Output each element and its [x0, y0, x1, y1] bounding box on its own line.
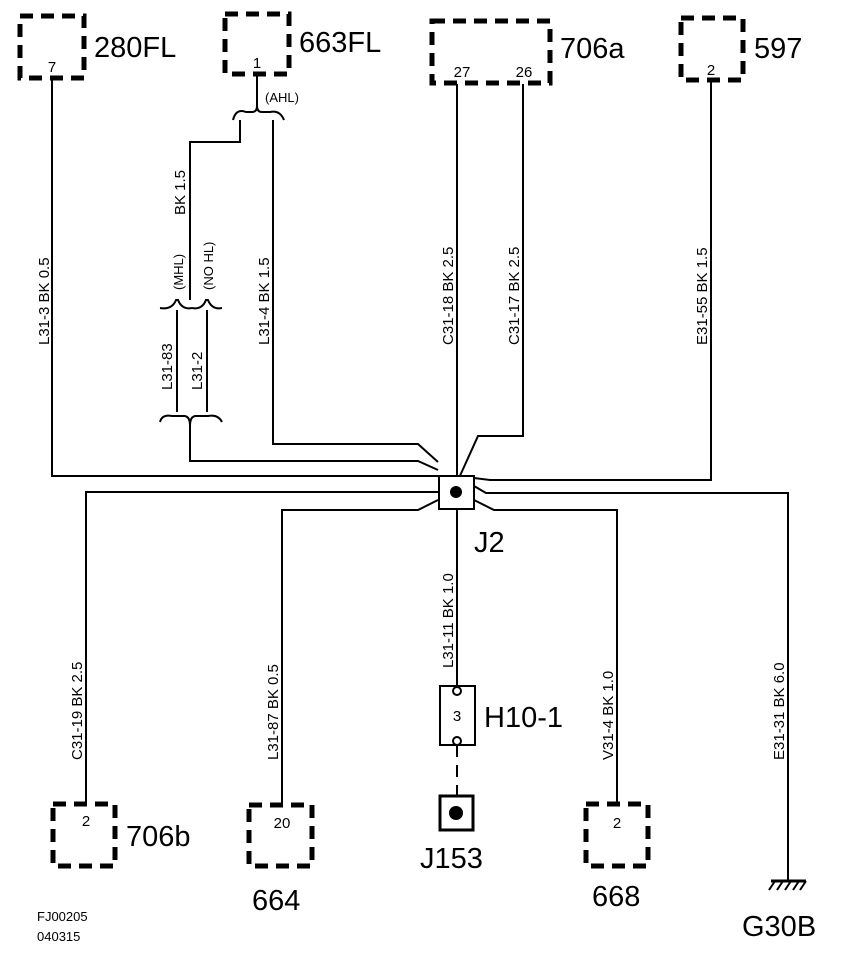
connector-597-pin: 2 — [707, 62, 715, 79]
wire-label-c31-17: C31-17 BK 2.5 — [506, 247, 523, 345]
connector-664-label: 664 — [252, 885, 300, 917]
wire-v31-4 — [473, 499, 618, 804]
mhl-brace — [159, 299, 193, 310]
wire-merge-to-j2 — [189, 426, 439, 471]
wire-c31-19 — [85, 491, 438, 804]
wire-label-l31-3: L31-3 BK 0.5 — [36, 257, 53, 345]
ground-g30b-hatch — [768, 880, 807, 891]
wire-label-e31-31: E31-31 BK 6.0 — [771, 662, 788, 760]
component-h10-1-label: H10-1 — [484, 702, 563, 734]
wire-e31-31 — [473, 485, 789, 880]
splice-j2-dot — [450, 486, 462, 498]
wire-l31-87 — [281, 499, 439, 805]
wire-l31-3 — [51, 80, 438, 477]
component-h10-1-top-terminal — [452, 686, 462, 696]
wire-label-v31-4: V31-4 BK 1.0 — [600, 671, 617, 760]
variant-mhl: (MHL) — [171, 254, 186, 290]
ahl-brace — [232, 105, 285, 121]
wire-e31-55 — [473, 80, 712, 481]
connector-663fl-box — [222, 11, 292, 77]
nohl-brace — [191, 299, 223, 310]
connector-663fl-pin: 1 — [253, 55, 261, 72]
connector-706b-pin: 2 — [82, 813, 90, 830]
component-h10-1-bottom-terminal — [452, 736, 462, 746]
variant-nohl: (NO HL) — [201, 242, 216, 290]
component-h10-1-pin: 3 — [453, 708, 461, 725]
wire-l31-4 — [272, 120, 439, 463]
wire-label-c31-19: C31-19 BK 2.5 — [69, 662, 86, 760]
connector-668-pin: 2 — [613, 815, 621, 832]
variant-ahl: (AHL) — [265, 90, 299, 105]
wire-label-l31-83: L31-83 — [159, 343, 176, 390]
connector-706a-label: 706a — [560, 33, 625, 65]
connector-706a-box — [429, 18, 553, 86]
connector-706a-pin-27: 27 — [454, 64, 471, 81]
connector-664-pin: 20 — [274, 815, 291, 832]
splice-j2-label: J2 — [474, 527, 505, 559]
connector-668-label: 668 — [592, 881, 640, 913]
connector-597-label: 597 — [754, 33, 802, 65]
wire-label-e31-55: E31-55 BK 1.5 — [694, 247, 711, 345]
connector-280fl-box — [17, 13, 87, 81]
connector-668-box — [583, 801, 651, 869]
connector-280fl-pin: 7 — [48, 59, 56, 76]
footer-date: 040315 — [37, 929, 80, 944]
wire-label-l31-2: L31-2 — [189, 352, 206, 390]
junction-j153-label: J153 — [420, 843, 483, 875]
connector-706b-label: 706b — [126, 821, 191, 853]
wire-c31-17 — [458, 84, 524, 479]
connector-663fl-label: 663FL — [299, 27, 381, 59]
wire-label-l31-87: L31-87 BK 0.5 — [265, 664, 282, 760]
ground-g30b-label: G30B — [742, 911, 816, 943]
connector-706a-pin-26: 26 — [516, 64, 533, 81]
footer-code: FJ00205 — [37, 909, 88, 924]
wire-label-c31-18: C31-18 BK 2.5 — [440, 247, 457, 345]
connector-706b-box — [50, 801, 118, 869]
bottom-brace — [159, 414, 223, 427]
wire-label-l31-11: L31-11 BK 1.0 — [440, 573, 457, 668]
junction-j153-dot — [449, 806, 463, 820]
wire-label-bk15-top: BK 1.5 — [172, 170, 189, 215]
connector-664-box — [246, 802, 315, 869]
connector-280fl-label: 280FL — [94, 32, 176, 64]
wire-bk15-branch — [189, 120, 241, 300]
component-h10-1-box — [439, 685, 476, 746]
wire-label-l31-4: L31-4 BK 1.5 — [256, 257, 273, 345]
